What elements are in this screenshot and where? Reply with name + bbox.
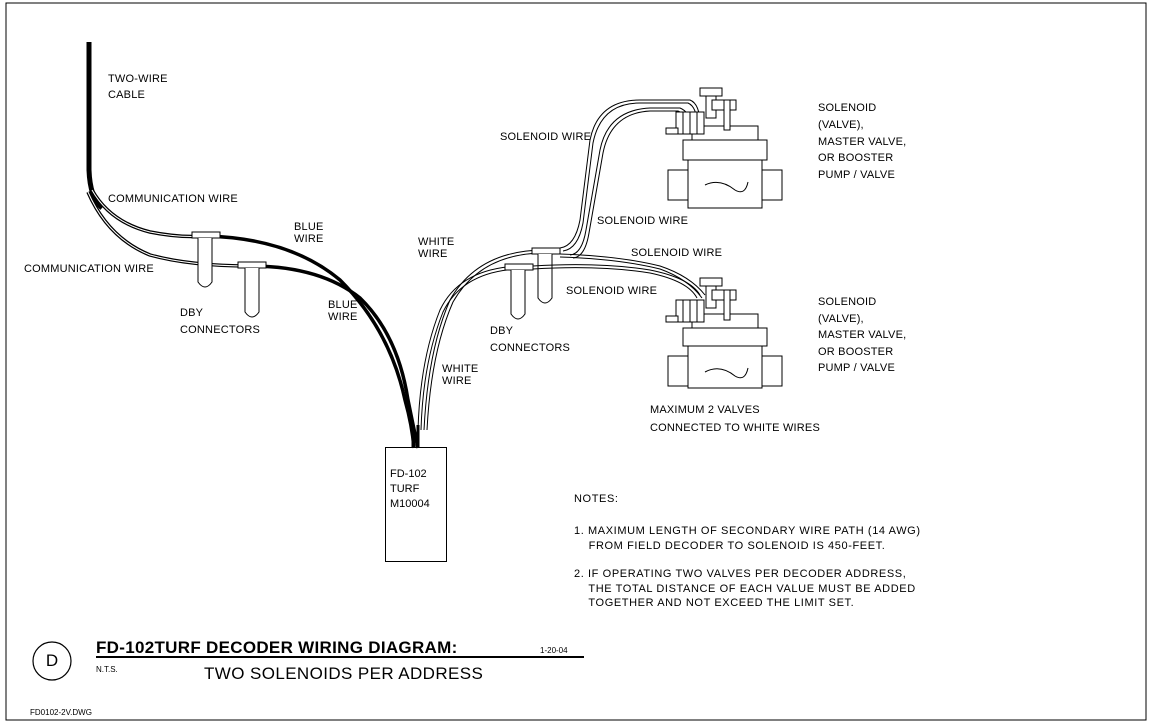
label-white-wire-1: WHITE WIRE xyxy=(418,236,455,260)
label-solenoid-description-2: SOLENOID (VALVE), MASTER VALVE, OR BOOST… xyxy=(818,296,907,374)
scale-note: N.T.S. xyxy=(96,665,118,674)
white-wire-1 xyxy=(417,265,521,431)
dby-connector-right-2 xyxy=(531,247,561,304)
label-blue-wire-2: BLUE WIRE xyxy=(328,299,358,323)
sheet-letter: D xyxy=(45,651,59,670)
label-solenoid-wire-1: SOLENOID WIRE xyxy=(500,131,592,143)
label-communication-wire-1: COMMUNICATION WIRE xyxy=(108,193,238,205)
valve-lower xyxy=(665,277,783,389)
note-item-2: 2. IF OPERATING TWO VALVES PER DECODER A… xyxy=(574,568,916,609)
label-solenoid-description-1: SOLENOID (VALVE), MASTER VALVE, OR BOOST… xyxy=(818,102,907,182)
solenoid-wire-lower xyxy=(532,253,706,299)
label-solenoid-wire-3: SOLENOID WIRE xyxy=(631,247,723,259)
drawing-filename: FD0102-2V.DWG xyxy=(30,708,92,717)
label-communication-wire-2: COMMUNICATION WIRE xyxy=(24,263,154,275)
dby-connector-left-1 xyxy=(191,231,221,288)
label-white-wire-2: WHITE WIRE xyxy=(442,363,479,387)
note-item-1: 1. MAXIMUM LENGTH OF SECONDARY WIRE PATH… xyxy=(574,525,921,552)
sheet-border xyxy=(5,2,1147,721)
white-wire-2 xyxy=(423,249,546,431)
label-two-wire-cable: TWO-WIRE CABLE xyxy=(108,73,168,101)
drawing-date: 1-20-04 xyxy=(540,646,568,655)
dby-connector-right-1 xyxy=(504,263,534,320)
dby-connector-left-2 xyxy=(237,261,267,318)
label-dby-connectors-2: DBY CONNECTORS xyxy=(490,325,571,354)
label-max-valves: MAXIMUM 2 VALVES CONNECTED TO WHITE WIRE… xyxy=(650,404,821,434)
diagram-title: FD-102TURF DECODER WIRING DIAGRAM: xyxy=(96,638,458,657)
decoder-box xyxy=(385,447,447,562)
label-solenoid-wire-4: SOLENOID WIRE xyxy=(566,285,658,297)
notes-heading: NOTES: xyxy=(574,493,619,505)
sheet-circle xyxy=(32,641,72,681)
label-dby-connectors-1: DBY CONNECTORS xyxy=(180,307,261,336)
label-blue-wire-1: BLUE WIRE xyxy=(294,221,324,245)
decoder-label: FD-102 TURF M10004 xyxy=(390,468,430,510)
diagram-subtitle: TWO SOLENOIDS PER ADDRESS xyxy=(204,664,484,683)
valve-upper xyxy=(665,87,783,209)
label-solenoid-wire-2: SOLENOID WIRE xyxy=(597,215,689,227)
two-wire-cable xyxy=(86,42,104,210)
